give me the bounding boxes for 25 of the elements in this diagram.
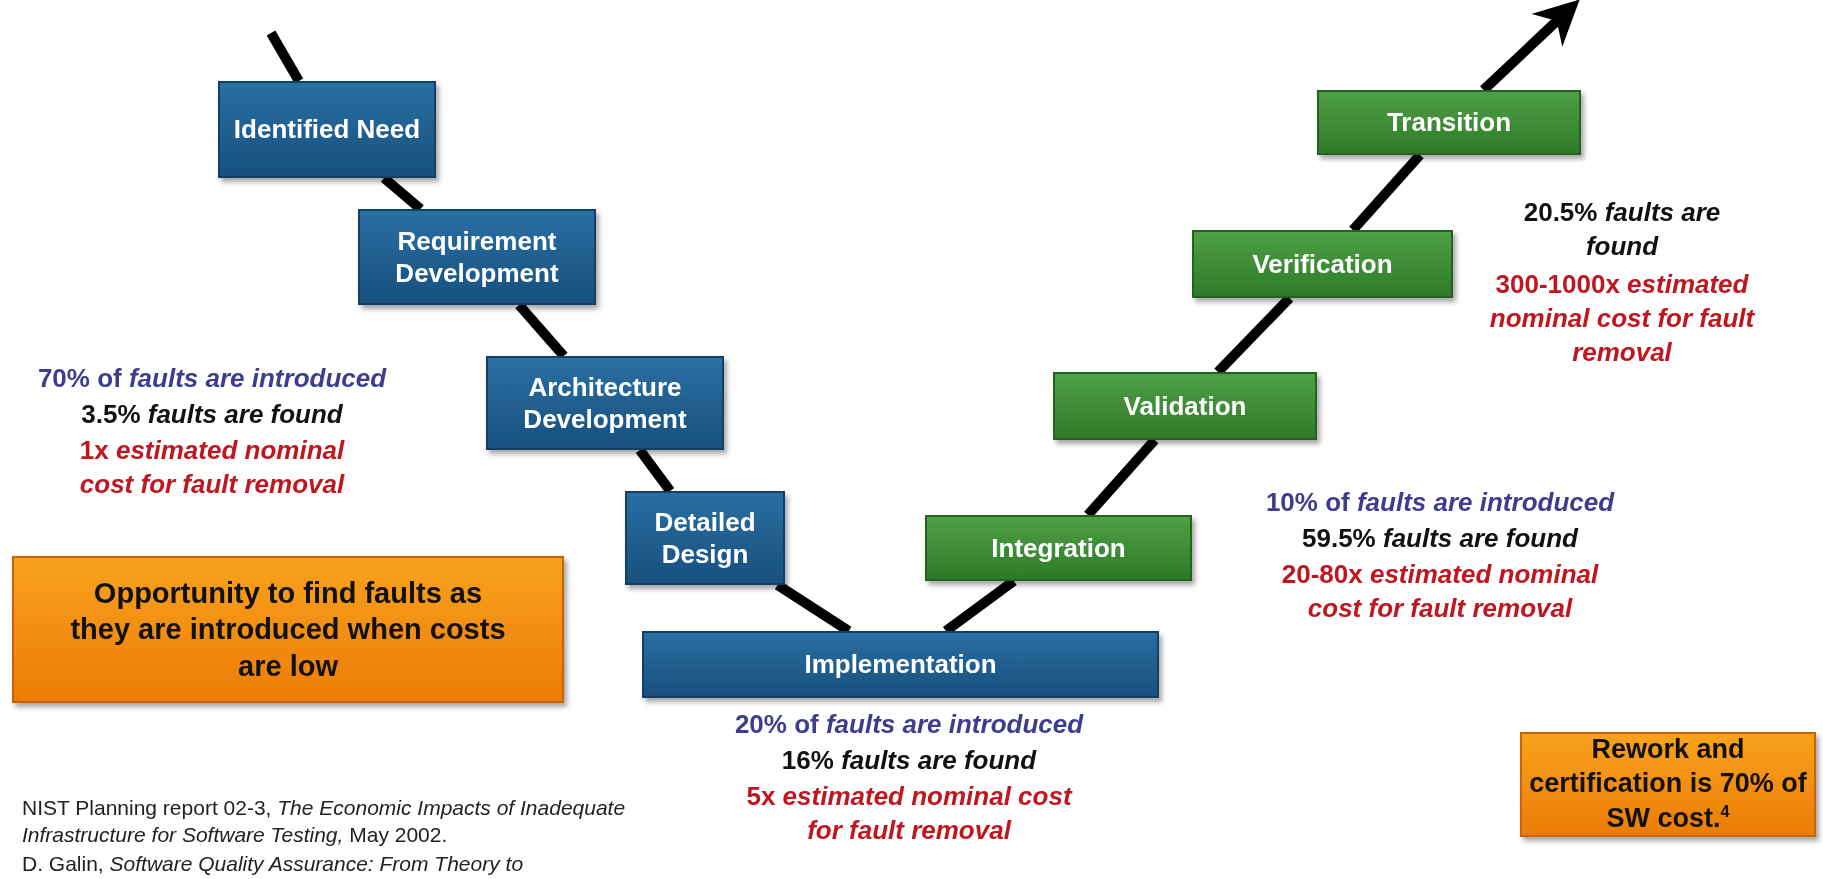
annotation-text: 20.5% faults are found — [1522, 196, 1722, 263]
phase-box: Transition — [1317, 90, 1581, 155]
annotation-text: 70% of faults are introduced — [36, 362, 388, 395]
annotation-text: 20-80x estimated nominal cost for fault removal — [1280, 558, 1600, 625]
annotation-text: 300-1000x estimated nominal cost for fault removal — [1488, 268, 1756, 369]
annotation-text: 20% of faults are introduced — [733, 708, 1085, 741]
phase-box: Requirement Development — [358, 209, 596, 305]
annotation-text: 16% faults are found — [780, 744, 1038, 777]
phase-box: Verification — [1192, 230, 1453, 298]
callout-box: Opportunity to find faults as they are introduced when costs are low — [12, 556, 564, 703]
phase-box: Identified Need — [218, 81, 436, 178]
annotation-text: 59.5% faults are found — [1301, 522, 1580, 555]
phase-box: Validation — [1053, 372, 1317, 440]
footnote: D. Galin, Software Quality Assurance: From Theory to — [22, 851, 525, 877]
annotation-text: 5x estimated nominal cost for fault removal — [745, 780, 1074, 847]
phase-box: Integration — [925, 515, 1192, 581]
phase-box: Architecture Development — [486, 356, 724, 450]
phase-box: Detailed Design — [625, 491, 785, 585]
annotation-text: 10% of faults are introduced — [1264, 486, 1616, 519]
connector-line — [266, 30, 304, 84]
footnote: NIST Planning report 02-3, The Economic Impacts of Inadequate Infrastructure for Software Testing, May 2002. — [22, 795, 627, 849]
callout-box: Rework and certification is 70% of SW cost.$^{4}$ — [1520, 732, 1816, 837]
annotation-text: 1x estimated nominal cost for fault removal — [78, 434, 346, 501]
phase-box: Implementation — [642, 631, 1159, 698]
annotation-text: 3.5% faults are found — [80, 398, 344, 431]
